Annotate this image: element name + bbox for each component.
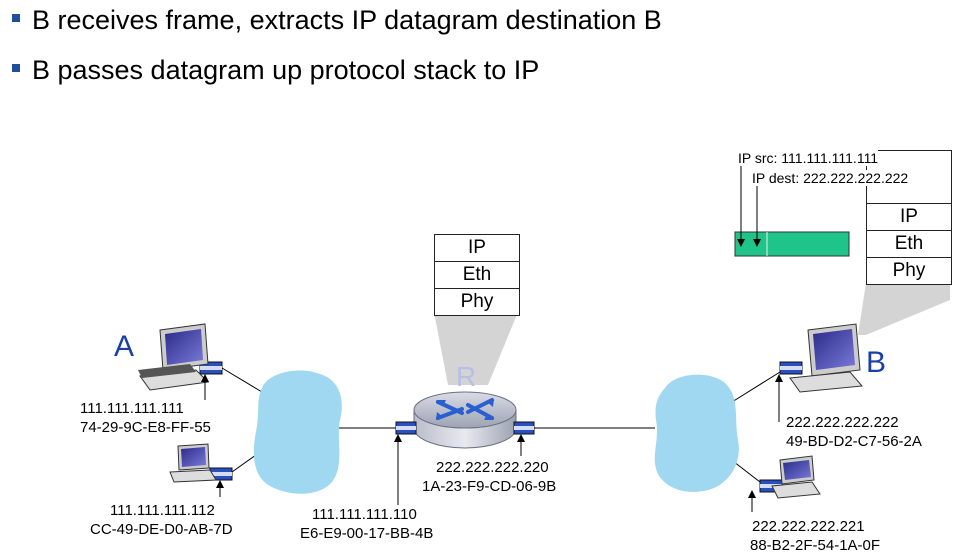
- interface-connector-b: [779, 361, 803, 375]
- router-right-ip: 222.222.222.220: [436, 459, 549, 476]
- host-b2-mac: 88-B2-2F-54-1A-0F: [750, 537, 881, 554]
- host-b-stack-phy: Phy: [892, 260, 926, 281]
- router-stack-ip: IP: [435, 235, 519, 262]
- host-b-computer: [789, 323, 864, 393]
- link-a-cloud: [221, 367, 263, 393]
- interface-connector-router-right: [513, 421, 535, 435]
- host-b-mac: 49-BD-D2-C7-56-2A: [786, 433, 922, 450]
- router-label: R: [456, 361, 477, 392]
- host-b-stack-eth: Eth: [867, 231, 951, 258]
- node-label-b: B: [866, 346, 887, 379]
- bullet-marker: [12, 13, 20, 22]
- router-stack-eth: Eth: [435, 262, 519, 289]
- host-b2-ip: 222.222.222.221: [752, 518, 865, 535]
- router-beam: [434, 312, 518, 385]
- bullet-2-text: B passes datagram up protocol stack to I…: [32, 55, 540, 85]
- frame-bar: [734, 231, 850, 257]
- interface-connector-router-left: [395, 421, 417, 435]
- ip-dest-label: IP dest: 222.222.222.222: [752, 170, 909, 186]
- host-b-stack-upper: [867, 151, 951, 204]
- router-left-ip: 111.111.111.110: [312, 506, 417, 523]
- host-b-protocol-stack: IP Eth Phy: [866, 150, 952, 285]
- router-left-mac: E6-E9-00-17-BB-4B: [300, 525, 434, 542]
- host-a-mac: 74-29-9C-E8-FF-55: [80, 419, 211, 436]
- left-network-cloud: [253, 370, 342, 494]
- host-a2-mac: CC-49-DE-D0-AB-7D: [90, 521, 233, 538]
- host-a-computer: [138, 323, 210, 391]
- router-right-mac: 1A-23-F9-CD-06-9B: [422, 478, 557, 495]
- right-network-cloud: [654, 374, 739, 492]
- router-icon: [413, 391, 517, 449]
- host-a-ip: 111.111.111.111: [80, 400, 184, 417]
- ip-src-label: IP src: 111.111.111.111: [738, 150, 879, 166]
- interface-connector-a: [199, 361, 223, 375]
- bullet-1-text: B receives frame, extracts IP datagram d…: [32, 5, 662, 35]
- host-b-ip: 222.222.222.222: [786, 414, 899, 431]
- node-label-a: A: [114, 330, 135, 363]
- host-b2-computer: [771, 455, 821, 499]
- host-b-beam: [858, 283, 950, 335]
- host-a2-ip: 111.111.111.112: [110, 502, 215, 519]
- router-protocol-stack: IP Eth Phy: [434, 234, 520, 316]
- router-stack-phy: Phy: [460, 291, 494, 312]
- bullet-1: B receives frame, extracts IP datagram d…: [12, 4, 662, 36]
- link-cloud-b: [731, 371, 781, 403]
- bullet-marker: [12, 63, 20, 72]
- host-a2-computer: [169, 443, 217, 483]
- bullet-2: B passes datagram up protocol stack to I…: [12, 54, 539, 86]
- host-b-stack-ip: IP: [867, 204, 951, 231]
